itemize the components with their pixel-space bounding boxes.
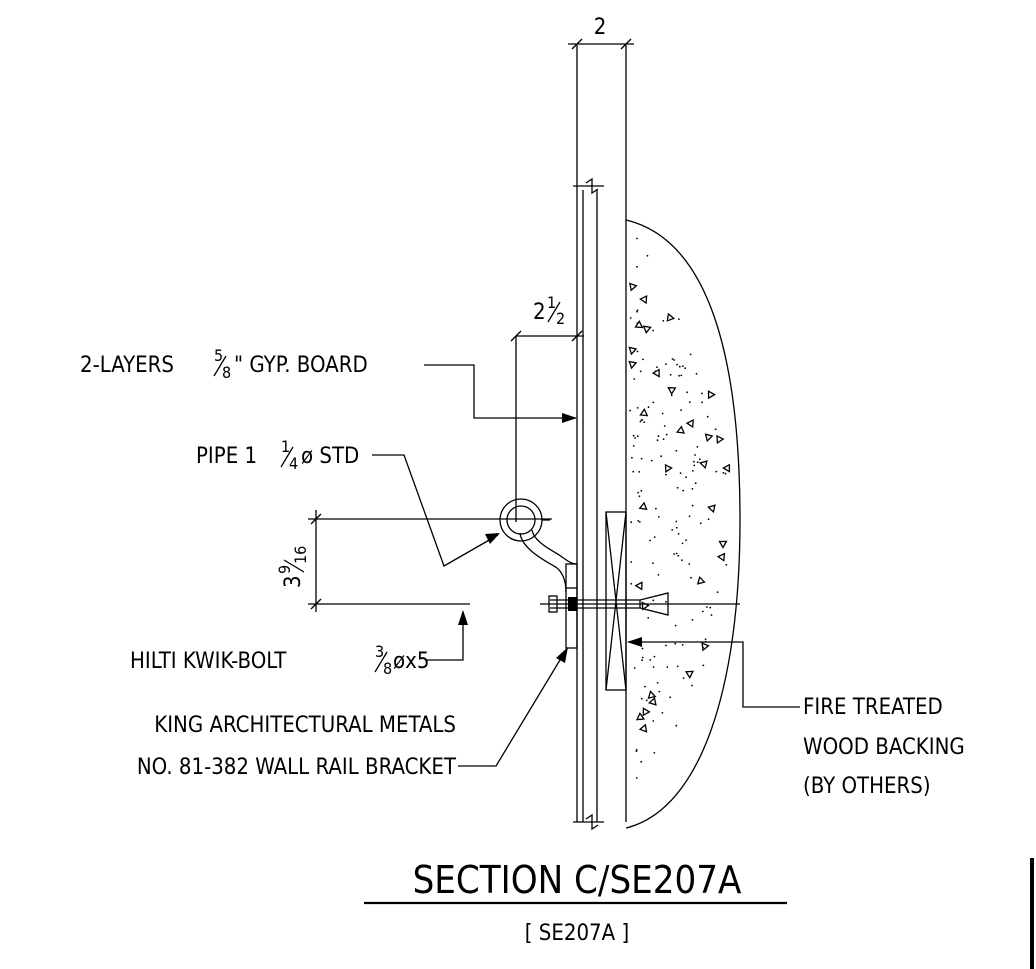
- height-whole: 3: [281, 575, 306, 588]
- height-frac-num: 9: [275, 565, 294, 574]
- king-line2: NO. 81-382 WALL RAIL BRACKET: [137, 755, 457, 780]
- king-line1: KING ARCHITECTURAL METALS: [154, 713, 456, 738]
- pipe-suffix: ø STD: [301, 444, 359, 469]
- top-width-value: 2: [594, 15, 607, 40]
- offset-frac-den: 2: [556, 309, 565, 328]
- offset-frac-num: 1: [547, 293, 556, 312]
- label-pipe: PIPE 1 1 4 ø STD: [196, 437, 500, 567]
- fire-line1: FIRE TREATED: [803, 695, 943, 720]
- pipe-num: 1: [281, 437, 290, 456]
- label-hilti-bolt: HILTI KWIK-BOLT 3 8 øx5: [130, 610, 468, 678]
- hilti-suffix: øx5: [393, 649, 429, 674]
- wall-section: [573, 45, 627, 831]
- label-wood-backing: FIRE TREATED WOOD BACKING (BY OTHERS): [627, 637, 965, 799]
- svg-text:2-LAYERS: 2-LAYERS: [80, 353, 174, 378]
- pipe: [499, 498, 550, 542]
- gyp-prefix: 2-LAYERS: [80, 353, 174, 378]
- dimension-offset: 2 1 2: [510, 293, 584, 522]
- gyp-num: 5: [214, 346, 223, 365]
- fire-line3: (BY OTHERS): [803, 774, 931, 799]
- wall-rail-bracket: [519, 529, 578, 649]
- offset-whole: 2: [533, 300, 546, 325]
- hilti-num: 3: [375, 642, 384, 661]
- label-gyp-board: 2-LAYERS 5 8 " GYP. BOARD: [80, 346, 577, 423]
- section-subtitle: [ SE207A ]: [525, 921, 629, 946]
- anchor-bolt: [540, 592, 740, 616]
- gyp-suffix: " GYP. BOARD: [234, 353, 368, 378]
- dimension-height: 3 9 16: [275, 510, 552, 612]
- dimension-top-width: 2: [568, 15, 634, 50]
- section-title-block: SECTION C/SE207A [ SE207A ]: [364, 858, 787, 946]
- fire-line2: WOOD BACKING: [803, 735, 965, 760]
- height-frac-den: 16: [291, 546, 310, 564]
- section-title: SECTION C/SE207A: [413, 858, 742, 902]
- pipe-prefix: PIPE 1: [196, 444, 257, 469]
- hilti-den: 8: [383, 659, 392, 678]
- hilti-prefix: HILTI KWIK-BOLT: [130, 649, 287, 674]
- wood-backing: [605, 511, 627, 691]
- label-king-bracket: KING ARCHITECTURAL METALS NO. 81-382 WAL…: [137, 647, 568, 780]
- gyp-den: 8: [222, 363, 231, 382]
- concrete-wall: [625, 219, 741, 829]
- pipe-den: 4: [289, 454, 298, 473]
